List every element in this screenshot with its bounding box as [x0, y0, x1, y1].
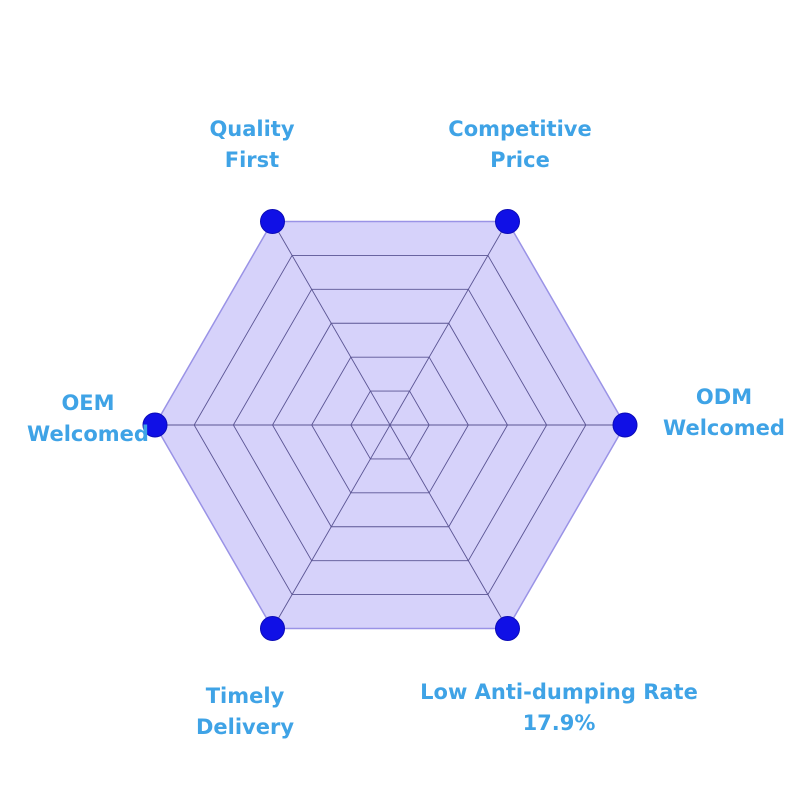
label-quality-first-line1: Quality	[209, 117, 295, 141]
spoke-timely-delivery	[272, 424, 391, 629]
label-odm-welcomed: ODM Welcomed	[574, 382, 800, 444]
label-oem-welcomed-line2: Welcomed	[27, 422, 149, 446]
label-timely-delivery-line1: Timely	[205, 684, 285, 708]
label-competitive-price-line2: Price	[490, 148, 550, 172]
label-competitive-price: Competitive Price	[370, 114, 670, 176]
label-low-anti-dumping-rate-line1: Low Anti-dumping Rate	[420, 680, 698, 704]
vertex-dot-odm-welcomed	[612, 412, 638, 438]
vertex-dot-competitive-price	[495, 208, 520, 234]
label-timely-delivery-line2: Delivery	[195, 715, 295, 739]
label-low-anti-dumping-rate: Low Anti-dumping Rate 17.9%	[409, 677, 709, 739]
label-timely-delivery: Timely Delivery	[95, 681, 395, 743]
label-quality-first: Quality First	[102, 114, 402, 176]
vertex-dot-low-anti-dumping-rate	[495, 616, 520, 642]
label-oem-welcomed-line1: OEM	[61, 391, 115, 415]
label-low-anti-dumping-rate-line2: 17.9%	[522, 711, 596, 735]
vertex-dot-quality-first	[260, 208, 285, 234]
vertex-markers	[142, 208, 638, 642]
label-odm-welcomed-line1: ODM	[695, 385, 753, 409]
label-oem-welcomed: OEM Welcomed	[0, 388, 238, 450]
label-odm-welcomed-line2: Welcomed	[663, 416, 785, 440]
label-competitive-price-line1: Competitive	[448, 117, 592, 141]
vertex-dot-timely-delivery	[260, 616, 285, 642]
label-quality-first-line2: First	[224, 148, 280, 172]
spoke-low-anti-dumping-rate	[389, 424, 508, 629]
spoke-competitive-price	[389, 221, 508, 426]
spoke-quality-first	[272, 221, 391, 426]
vertex-dot-oem-welcomed	[142, 412, 168, 438]
grid-spokes	[155, 221, 625, 629]
